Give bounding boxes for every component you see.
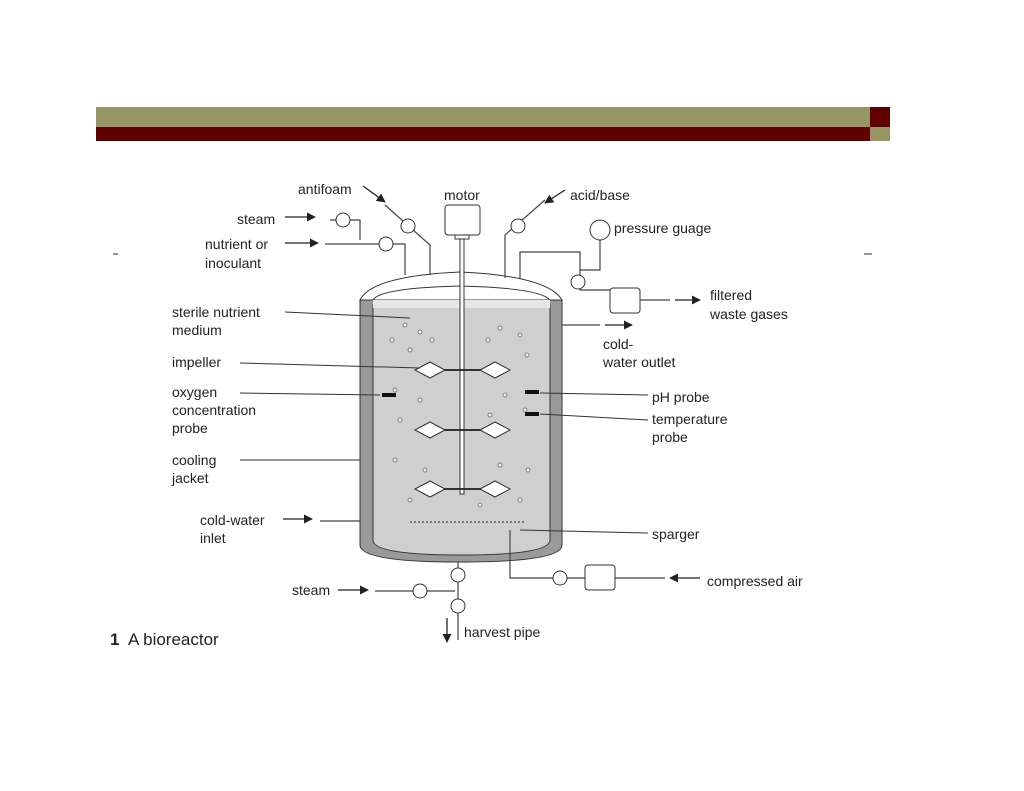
label-waste-gases: waste gases [709,306,788,322]
label-concentration: concentration [172,402,256,418]
arrows [283,185,701,643]
label-pressure-gauge: pressure guage [614,220,712,236]
valve-icon [412,583,428,599]
arrow-icon [362,185,386,203]
label-cold: cold- [603,336,634,352]
filter-box [609,287,641,314]
caption-number: 1 [110,630,119,649]
header-bar-olive [96,107,870,127]
bubbles [389,322,531,508]
label-temperature: temperature [652,411,728,427]
header-square-olive [870,127,890,141]
label-sterile-nutrient: sterile nutrient [172,304,260,320]
valve-icon [400,218,416,234]
ph-probe [525,390,539,394]
label-motor: motor [444,187,480,203]
impeller-assembly [413,204,512,498]
label-inlet: inlet [200,530,226,546]
labels: antifoam motor acid/base steam pressure … [110,181,803,649]
label-nutrient: nutrient or [205,236,268,252]
label-filtered: filtered [710,287,752,303]
label-water-outlet: water outlet [602,354,675,370]
valve-icon [335,212,351,228]
label-jacket: jacket [171,470,209,486]
label-temperature-probe: probe [652,429,688,445]
label-oxygen: oxygen [172,384,217,400]
header-bar-maroon [96,127,870,141]
label-steam-bottom: steam [292,582,330,598]
label-sparger: sparger [652,526,700,542]
valves [335,212,641,614]
label-antifoam: antifoam [298,181,352,197]
label-acid-base: acid/base [570,187,630,203]
valve-icon [570,274,586,290]
impeller-shaft [459,238,465,495]
motor-coupling [454,234,470,240]
probes [382,390,539,416]
valve-icon [450,567,466,583]
label-inoculant: inoculant [205,255,261,271]
valve-icon [378,236,394,252]
pressure-gauge-icon [589,219,611,241]
label-ph-probe: pH probe [652,389,710,405]
header-square-maroon [870,107,890,127]
caption: A bioreactor [128,630,219,649]
valve-icon [552,570,568,586]
impeller-blades [413,361,512,498]
temperature-probe [525,412,539,416]
leader-lines [239,311,649,534]
label-cooling: cooling [172,452,216,468]
valve-icon [450,598,466,614]
label-impeller: impeller [172,354,221,370]
oxygen-probe [382,393,396,397]
arrow-icon [544,189,566,204]
label-steam-top: steam [237,211,275,227]
label-oxygen-probe: probe [172,420,208,436]
air-filter-box [584,564,616,591]
valve-icon [510,218,526,234]
label-medium: medium [172,322,222,338]
label-harvest-pipe: harvest pipe [464,624,540,640]
motor-box [444,204,481,236]
label-cold-water: cold-water [200,512,265,528]
label-compressed-air: compressed air [707,573,803,589]
